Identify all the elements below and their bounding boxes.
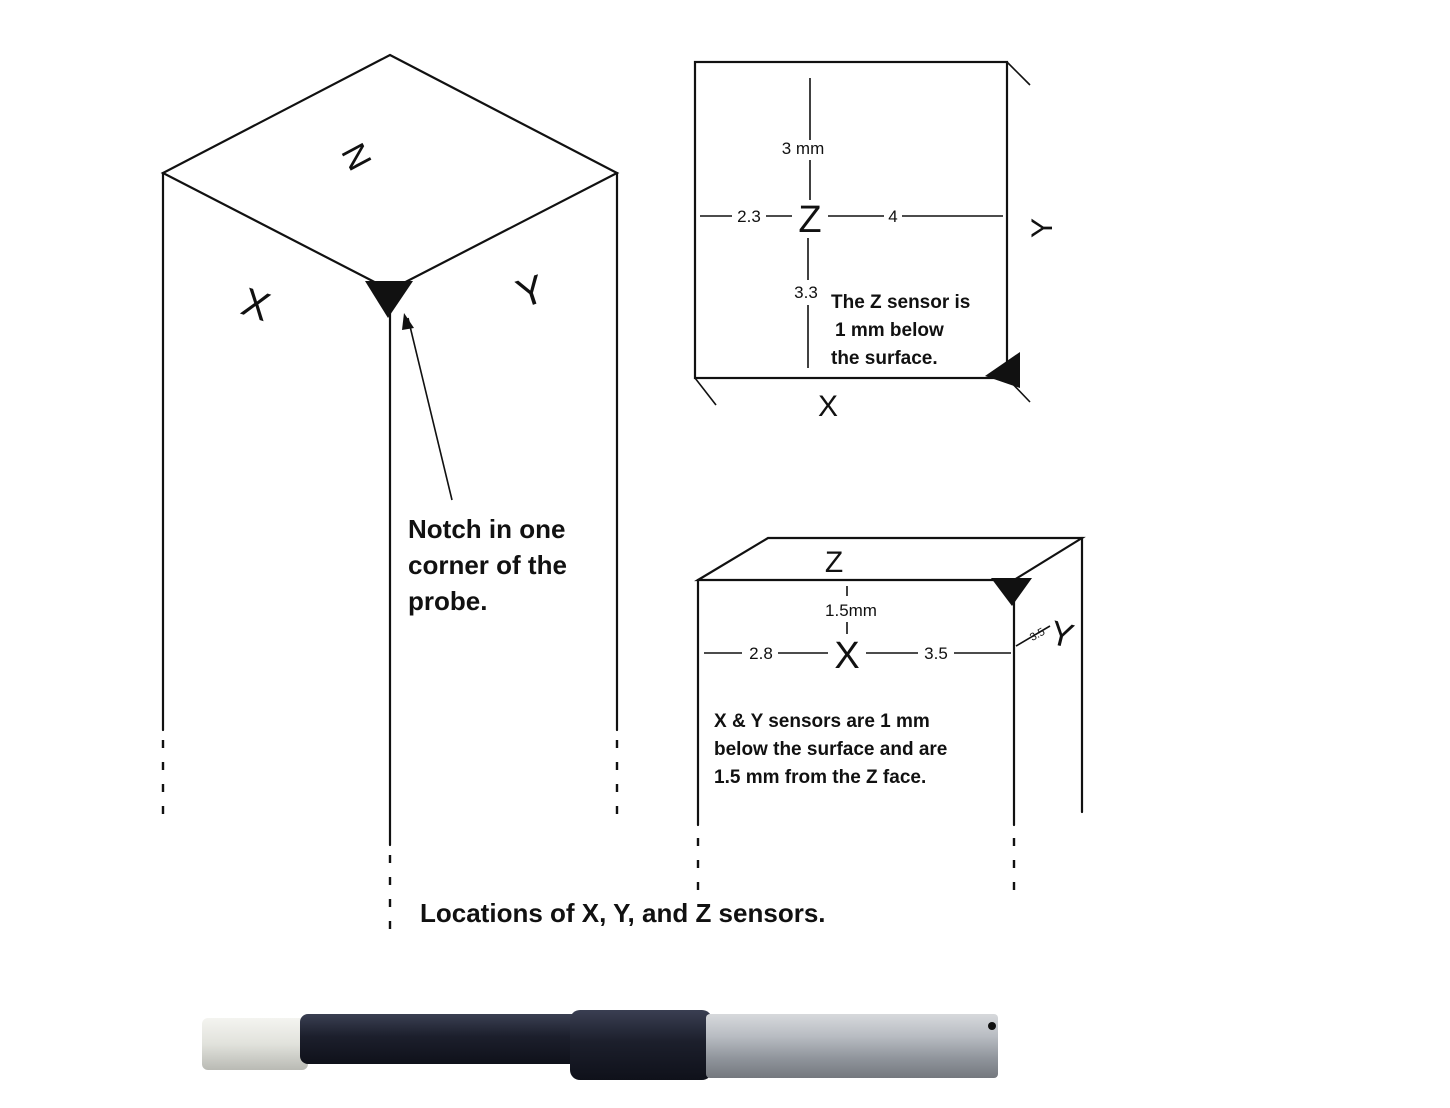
side-view-top-label-z: Z — [825, 546, 843, 579]
notch-caption-line-2: corner of the — [408, 550, 567, 580]
xy-note-line-2: below the surface and are — [714, 739, 947, 760]
z-dim-left: 2.3 — [737, 207, 761, 226]
x-sensor-label: X — [834, 635, 859, 677]
probe-photo-black-collar — [570, 1010, 712, 1080]
top-view-side-label-y: Y — [1026, 218, 1059, 238]
x-dim-left: 2.8 — [749, 644, 773, 663]
top-view-corner-tr — [1006, 61, 1031, 86]
side-view-drawing: Z X Y 1.5mm 2.8 3.5 3.5 X & Y sensors ar… — [694, 536, 1086, 895]
z-note-line-3: the surface. — [831, 348, 938, 369]
z-dim-right: 4 — [888, 207, 897, 226]
probe-photo-notch-icon — [988, 1022, 996, 1030]
top-view-notch-icon — [985, 352, 1020, 388]
probe-right-face-label: Y — [511, 267, 550, 317]
notch-marker-icon — [365, 281, 413, 318]
large-probe-drawing: N X Y Notch in one corner of the probe. — [160, 53, 620, 935]
top-view-side-label-x: X — [818, 390, 838, 423]
top-view-corner-bl — [694, 377, 717, 406]
probe-photo — [202, 1010, 998, 1080]
notch-caption: Notch in one corner of the probe. — [408, 514, 574, 616]
side-view-top-face — [694, 536, 1086, 582]
x-dim-right: 3.5 — [924, 644, 948, 663]
z-note-line-1: The Z sensor is — [831, 292, 970, 313]
probe-photo-black-grip — [300, 1014, 580, 1064]
z-dim-top: 3 mm — [782, 139, 825, 158]
xy-note-line-1: X & Y sensors are 1 mm — [714, 711, 930, 732]
notch-arrow-shaft — [407, 317, 453, 501]
notch-caption-line-1: Notch in one — [408, 514, 565, 544]
z-sensor-label: Z — [798, 199, 821, 241]
probe-left-face-label: X — [236, 280, 275, 330]
notch-arrow-head-icon — [402, 313, 414, 330]
diagram-caption: Locations of X, Y, and Z sensors. — [420, 898, 826, 928]
xy-note-line-3: 1.5 mm from the Z face. — [714, 767, 926, 788]
side-view-right-label-y: Y — [1046, 614, 1077, 656]
side-view-notch-icon — [991, 578, 1032, 606]
probe-photo-steel-shaft — [706, 1014, 998, 1078]
z-sensor-note: The Z sensor is 1 mm below the surface. — [831, 292, 976, 369]
notch-caption-line-3: probe. — [408, 586, 487, 616]
z-dim-bottom: 3.3 — [794, 283, 818, 302]
xy-sensor-note: X & Y sensors are 1 mm below the surface… — [714, 711, 953, 788]
top-view-square — [693, 60, 1009, 380]
top-view-drawing: Z 3 mm 2.3 4 3.3 Y X The Z sensor is 1 m… — [693, 60, 1059, 423]
z-note-line-2: 1 mm below — [835, 320, 944, 341]
probe-photo-white-tip — [202, 1018, 308, 1070]
probe-top-face — [160, 53, 620, 292]
x-dim-top: 1.5mm — [825, 601, 877, 620]
probe-top-face-label: N — [333, 137, 378, 177]
y-dim-line — [1015, 625, 1051, 647]
